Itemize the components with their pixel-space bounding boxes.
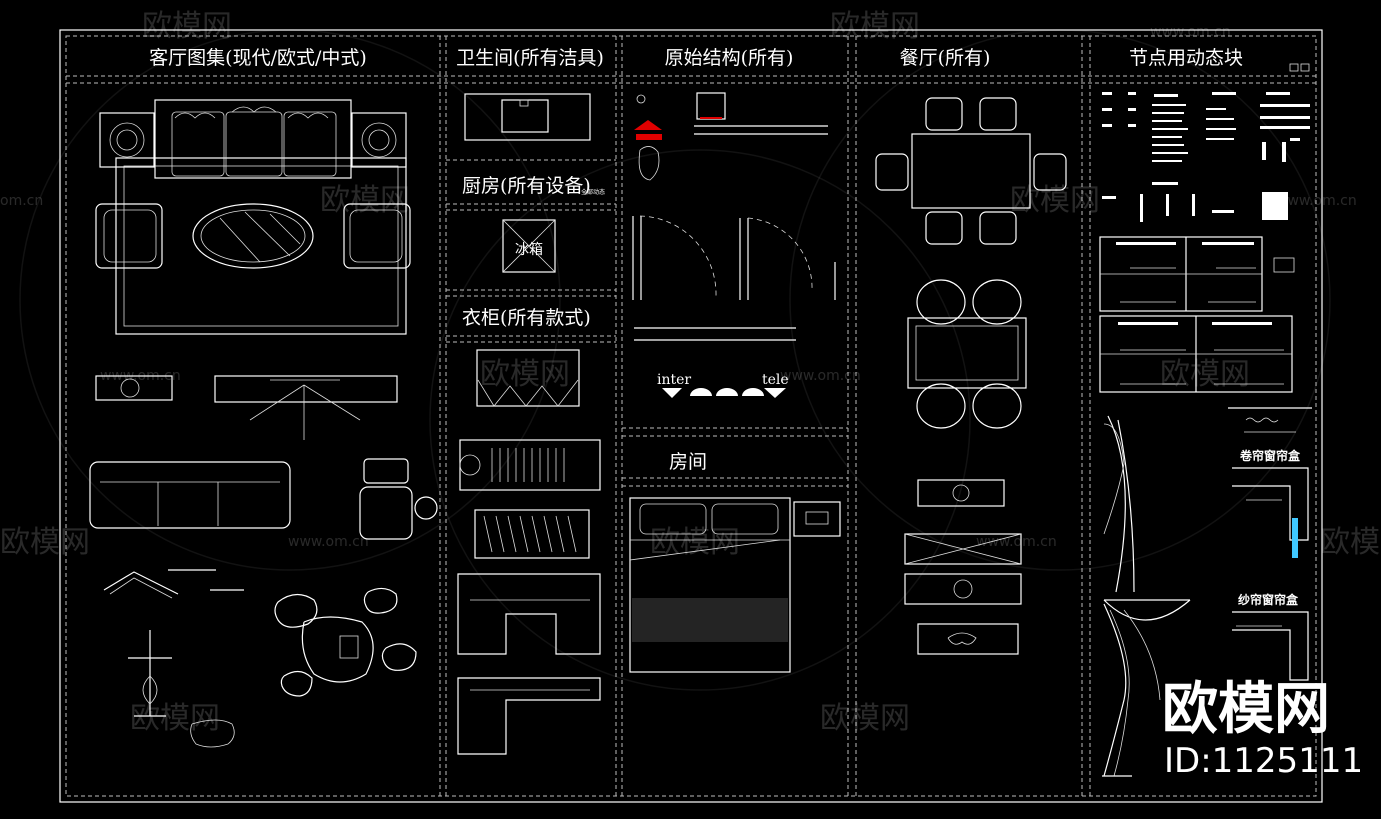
label-gauze-curtain: 纱帘窗帘盒 <box>1238 592 1299 607</box>
label-roller-blind: 卷帘窗帘盒 <box>1239 448 1301 463</box>
watermark-brand: 欧模网 <box>1320 525 1381 560</box>
watermark-site: om.cn <box>0 193 43 209</box>
fridge-label: 冰箱 <box>515 242 543 258</box>
watermark-brand: 欧模网 <box>130 701 220 736</box>
label-tele: tele <box>762 372 789 388</box>
watermark-brand: 欧模网 <box>830 9 920 44</box>
watermark-brand: 欧模网 <box>1160 357 1250 392</box>
watermark-brand: 欧模网 <box>820 701 910 736</box>
living-room-group <box>89 99 438 748</box>
watermark-site: www.om.cn <box>1276 193 1357 209</box>
section-title-node-blocks: 节点用动态块 <box>1129 47 1243 69</box>
small-box-icon <box>1289 63 1299 72</box>
section-title-living-room: 客厅图集(现代/欧式/中式) <box>149 47 367 69</box>
watermark-id: ID:1125111 <box>1164 741 1363 781</box>
watermark-brand: 欧模网 <box>0 525 90 560</box>
watermark-brand: 欧模网 <box>480 357 570 392</box>
small-box-icon <box>1300 63 1310 72</box>
watermark-brand: 欧模网 <box>650 525 740 560</box>
dining-group <box>875 97 1067 655</box>
watermark-layer: 欧模网 欧模网 www.om.cn 欧模网 欧模网 om.cn www.om.c… <box>0 9 1381 781</box>
outer-frame <box>59 29 1323 803</box>
subsection-wardrobe: 衣柜(所有款式) <box>462 307 591 329</box>
bathroom-kitchen-group: 厨房(所有设备) 全部动态 冰箱 衣柜(所有款式) <box>446 93 616 755</box>
subsection-room: 房间 <box>669 451 707 473</box>
watermark-site: www.om.cn <box>1150 24 1231 40</box>
watermark-brand: 欧模网 <box>142 9 232 44</box>
watermark-brand: 欧模网 <box>320 183 410 218</box>
structure-group: inter tele 房间 <box>622 92 848 673</box>
watermark-site: www.om.cn <box>288 534 369 550</box>
watermark-brand: 欧模网 <box>1010 183 1100 218</box>
section-title-dining: 餐厅(所有) <box>900 47 991 69</box>
watermark-site: www.om.cn <box>976 534 1057 550</box>
section-title-original-structure: 原始结构(所有) <box>665 47 794 69</box>
watermark-brand-large: 欧模网 <box>1162 677 1330 742</box>
node-blocks-group: 卷帘窗帘盒 纱帘窗帘盒 <box>1099 92 1312 777</box>
watermark-site: www.om.cn <box>100 368 181 384</box>
section-title-bathroom: 卫生间(所有洁具) <box>456 47 604 69</box>
watermark-site: www.om.cn <box>780 368 861 384</box>
inner-frame <box>65 35 1317 797</box>
kitchen-note: 全部动态 <box>581 188 605 196</box>
label-inter: inter <box>657 372 691 388</box>
subsection-kitchen: 厨房(所有设备) <box>462 175 591 197</box>
